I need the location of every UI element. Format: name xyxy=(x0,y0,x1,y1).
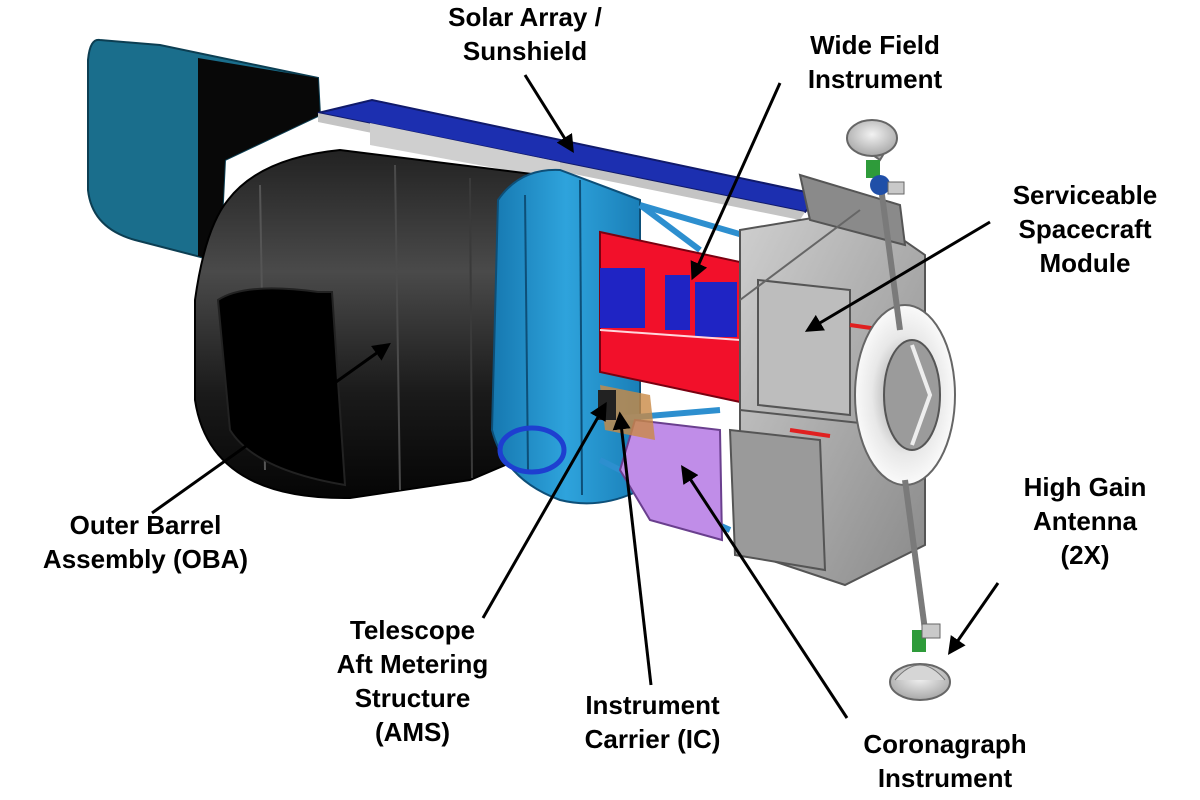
high-gain-antenna-upper xyxy=(846,119,905,331)
arrow-ams xyxy=(481,401,607,619)
arrow-high-gain xyxy=(947,582,1000,655)
arrow-outer-barrel xyxy=(151,342,391,515)
label-high-gain-antenna: High Gain Antenna (2X) xyxy=(1023,472,1147,570)
arrow-instrument-carrier xyxy=(612,411,653,686)
label-coronagraph-instrument: Coronagraph Instrument xyxy=(863,729,1027,793)
wide-field-instrument-block xyxy=(599,230,741,404)
label-solar-array: Solar Array / Sunshield xyxy=(448,2,602,66)
high-gain-antenna-lower xyxy=(889,479,951,701)
label-wide-field-instrument: Wide Field Instrument xyxy=(807,30,943,94)
label-instrument-carrier: Instrument Carrier (IC) xyxy=(584,690,721,754)
spacecraft-module xyxy=(728,173,926,587)
outer-barrel xyxy=(194,148,554,500)
docking-hatch xyxy=(854,304,956,486)
leader-arrows xyxy=(151,74,1000,719)
label-outer-barrel-assembly: Outer Barrel Assembly (OBA) xyxy=(42,510,249,574)
label-serviceable-spacecraft-module: Serviceable Spacecraft Module xyxy=(1012,180,1158,278)
arrow-coronagraph xyxy=(681,464,849,719)
arrow-wide-field xyxy=(690,82,782,281)
arrow-serviceable xyxy=(804,220,991,332)
arrow-solar-array xyxy=(523,74,574,154)
label-telescope-aft-metering-structure: Telescope Aft Metering Structure (AMS) xyxy=(336,615,489,747)
